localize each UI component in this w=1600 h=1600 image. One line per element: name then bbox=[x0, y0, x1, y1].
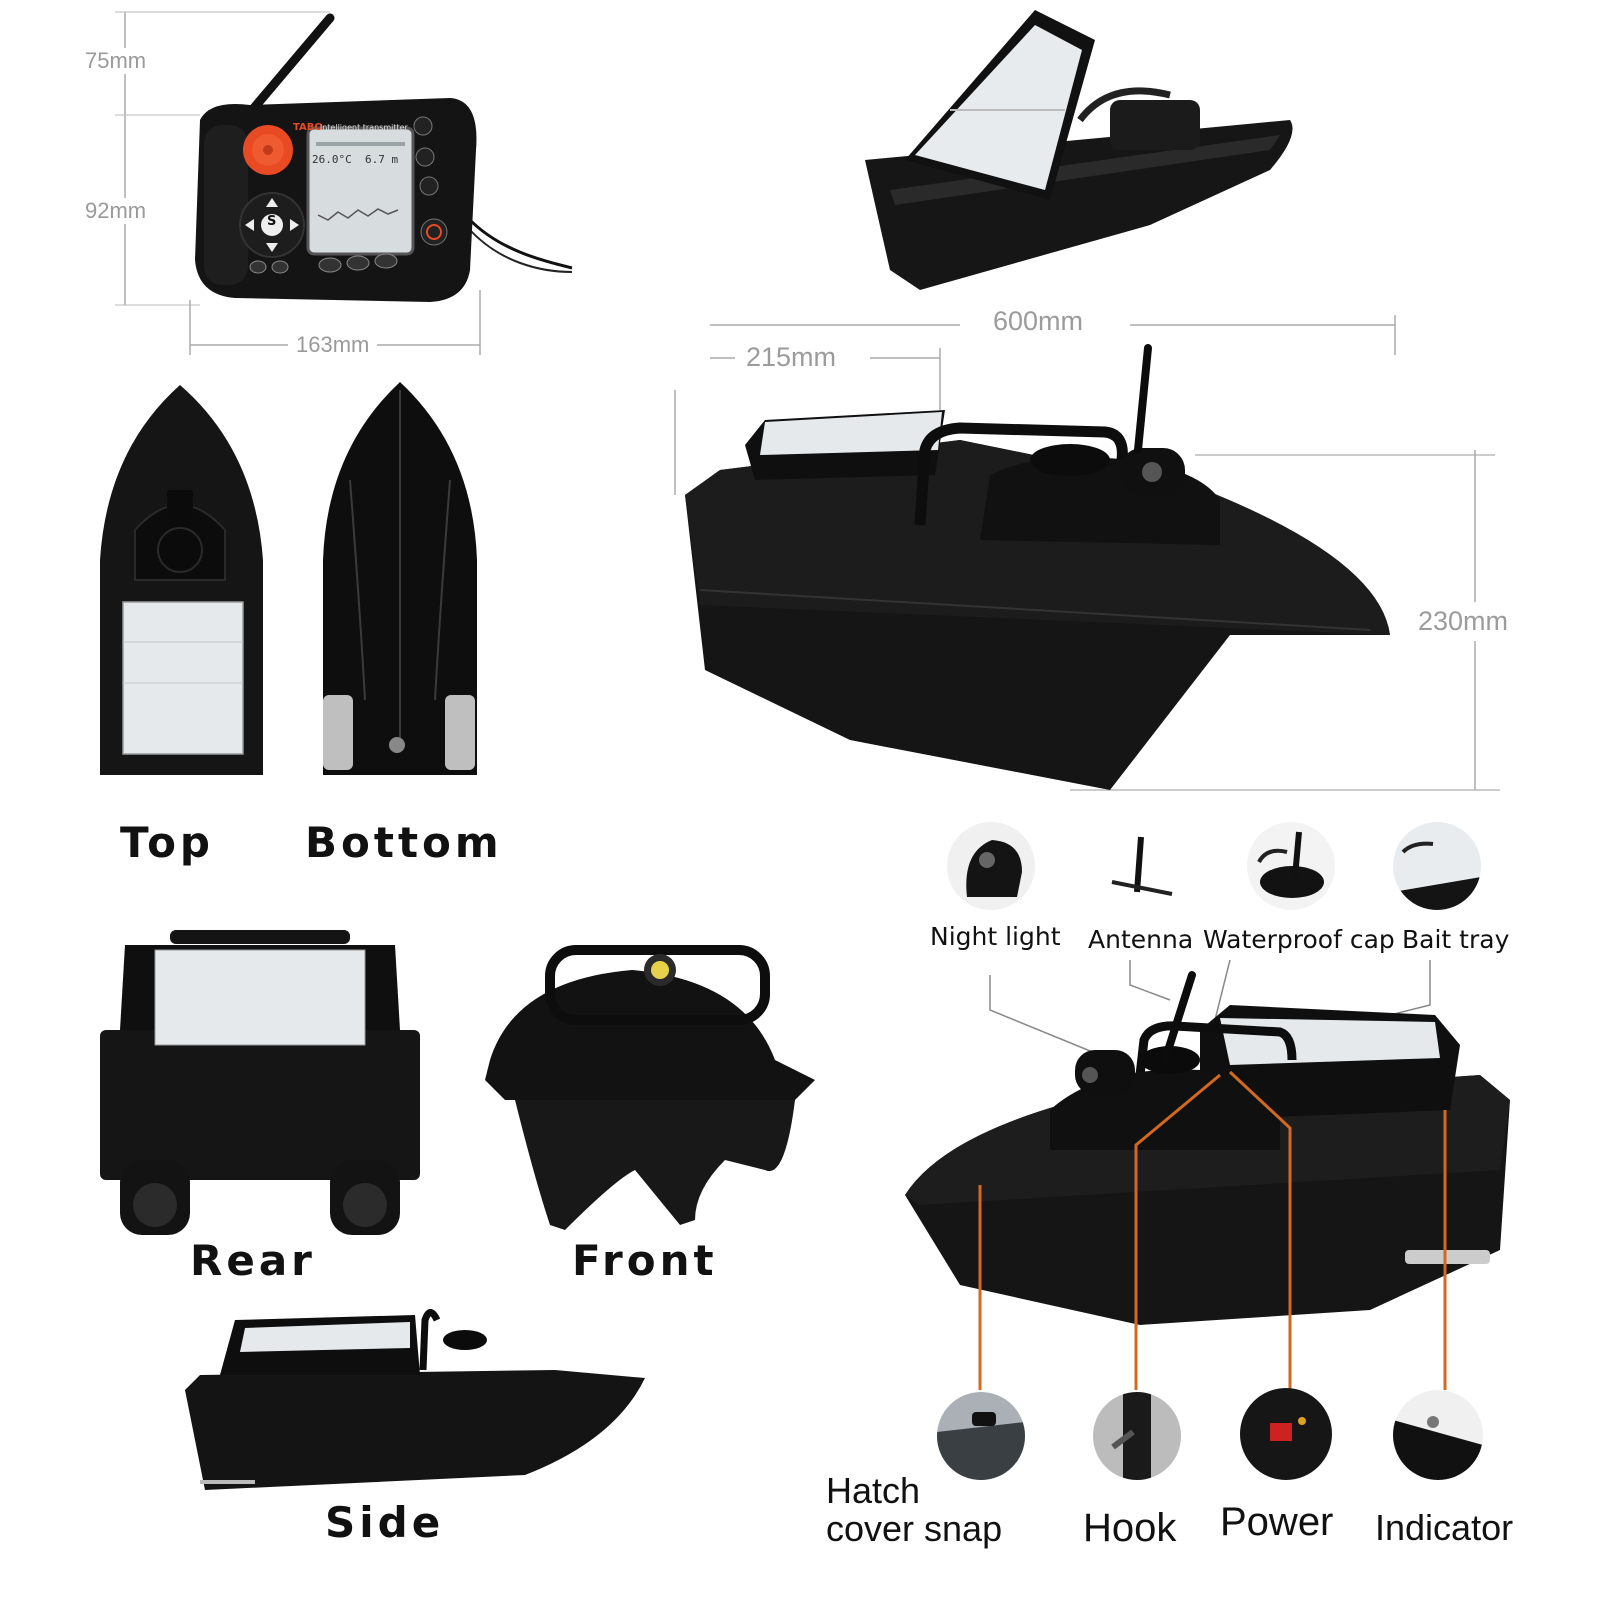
dim-length-600: 600mm bbox=[985, 306, 1092, 337]
parts-boat-callouts bbox=[905, 960, 1510, 1390]
bait-tray-icon bbox=[1393, 822, 1481, 910]
caption-top: Top bbox=[120, 818, 214, 867]
label-antenna: Antenna bbox=[1088, 925, 1194, 954]
caption-front: Front bbox=[572, 1236, 718, 1285]
remote-dim-75: 75mm bbox=[85, 48, 147, 74]
waterproof-cap-icon bbox=[1247, 822, 1335, 910]
boat-open-tray-view bbox=[865, 10, 1293, 290]
label-hook: Hook bbox=[1083, 1506, 1177, 1550]
label-hatch-line2: cover snap bbox=[826, 1508, 1003, 1549]
remote-s-button: S bbox=[267, 214, 277, 229]
caption-bottom: Bottom bbox=[305, 818, 503, 867]
remote-screen-title: intelligent transmitter bbox=[320, 123, 408, 132]
boat-rear-front-views bbox=[100, 930, 815, 1235]
label-bait-tray: Bait tray bbox=[1402, 925, 1510, 954]
dim-height-230: 230mm bbox=[1412, 602, 1515, 641]
hatch-snap-icon bbox=[937, 1392, 1025, 1480]
remote-brand: TABO bbox=[293, 122, 323, 133]
label-waterproof-cap: Waterproof cap bbox=[1203, 925, 1395, 954]
remote-transmitter bbox=[195, 13, 573, 302]
remote-section: 75mm 92mm 163mm bbox=[0, 0, 600, 370]
boat-top-bottom-views bbox=[100, 382, 477, 775]
indicator-light-icon bbox=[1393, 1390, 1483, 1480]
label-night-light: Night light bbox=[930, 922, 1061, 951]
antenna-icon bbox=[1097, 822, 1185, 910]
remote-dim-92: 92mm bbox=[85, 198, 147, 224]
label-hatch-line1: Hatch bbox=[826, 1470, 921, 1511]
caption-rear: Rear bbox=[190, 1236, 316, 1285]
boat-side-view bbox=[185, 1309, 645, 1490]
power-switch-icon bbox=[1240, 1388, 1332, 1480]
main-boat-dimensions bbox=[674, 315, 1500, 791]
remote-antenna-icon bbox=[243, 13, 335, 120]
hook-icon bbox=[1093, 1392, 1181, 1480]
label-power: Power bbox=[1220, 1500, 1334, 1544]
night-light-icon bbox=[947, 822, 1035, 910]
dim-tray-215: 215mm bbox=[742, 342, 841, 373]
remote-dim-163: 163mm bbox=[288, 332, 378, 358]
label-indicator: Indicator bbox=[1375, 1507, 1514, 1548]
caption-side: Side bbox=[325, 1498, 445, 1547]
remote-screen-temp: 26.0°C bbox=[312, 153, 352, 166]
remote-screen-depth: 6.7 m bbox=[365, 153, 399, 166]
